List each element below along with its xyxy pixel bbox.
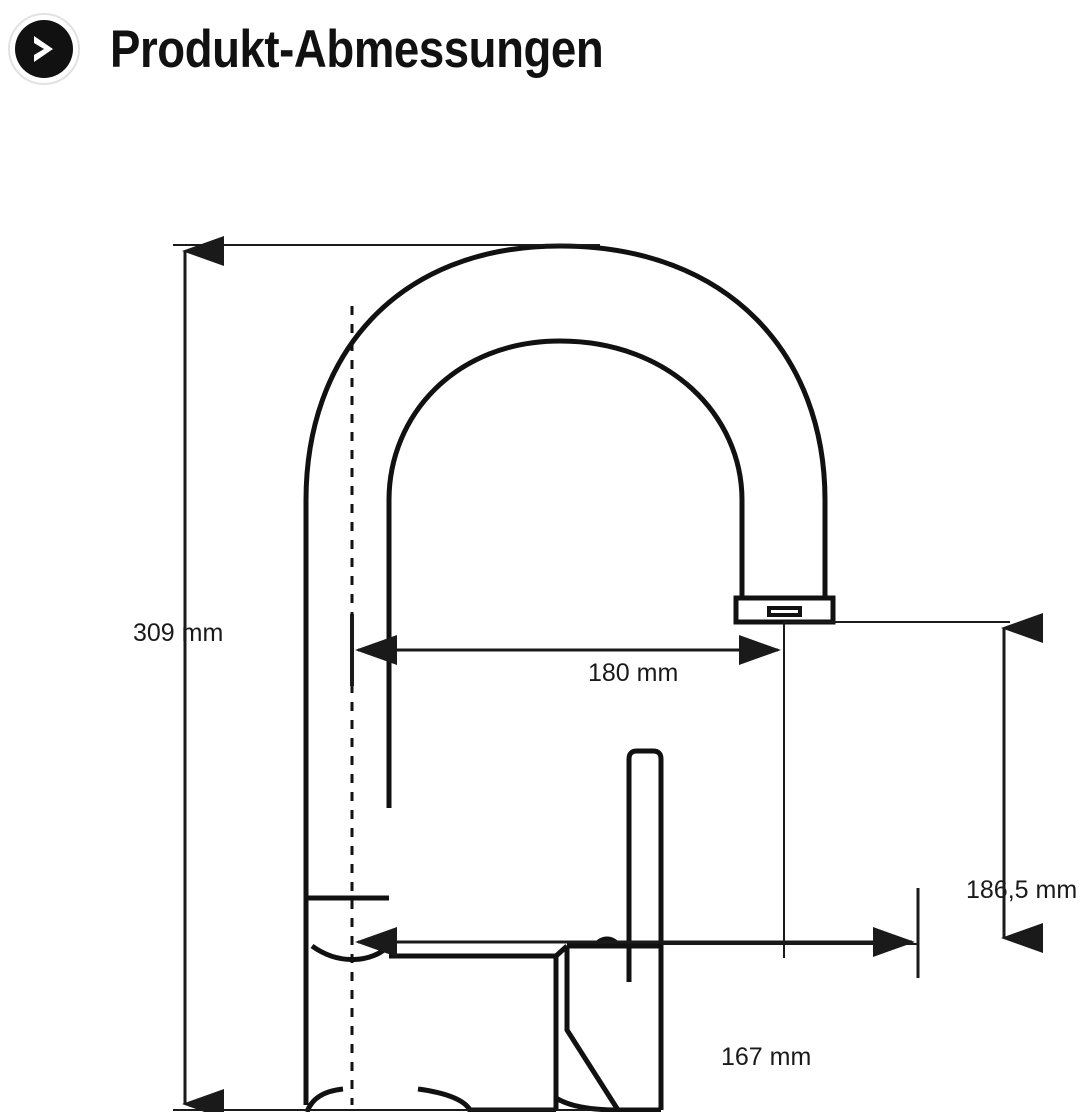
dimension-lines	[182, 236, 1043, 1112]
body-lower-seam-right	[417, 1086, 473, 1112]
spout-outer-contour	[303, 243, 828, 808]
dimension-label-186-5: 186,5 mm	[966, 876, 1078, 904]
faucet-outline	[303, 243, 836, 1112]
badge-disc	[15, 20, 73, 78]
chevron-badge	[8, 13, 80, 85]
spout-outlet-walls	[739, 506, 828, 598]
spout-inner-contour	[386, 338, 745, 808]
faucet-dimension-drawing: 309 mm 180 mm 186,5 mm 167 mm	[0, 98, 1080, 1112]
dimension-label-167: 167 mm	[721, 1043, 812, 1071]
page-title: Produkt-Abmessungen	[110, 19, 604, 79]
handle-housing-curve	[554, 1095, 619, 1112]
handle-housing-bevel	[564, 946, 621, 1112]
dimension-label-180: 180 mm	[588, 659, 679, 687]
aerator-notch	[767, 606, 802, 617]
dimension-label-309: 309 mm	[133, 619, 224, 647]
body-lower-seam-left	[304, 1086, 344, 1112]
page-header: Produkt-Abmessungen	[0, 0, 1080, 98]
lever-handle	[626, 748, 664, 982]
chevron-right-icon	[29, 33, 59, 65]
